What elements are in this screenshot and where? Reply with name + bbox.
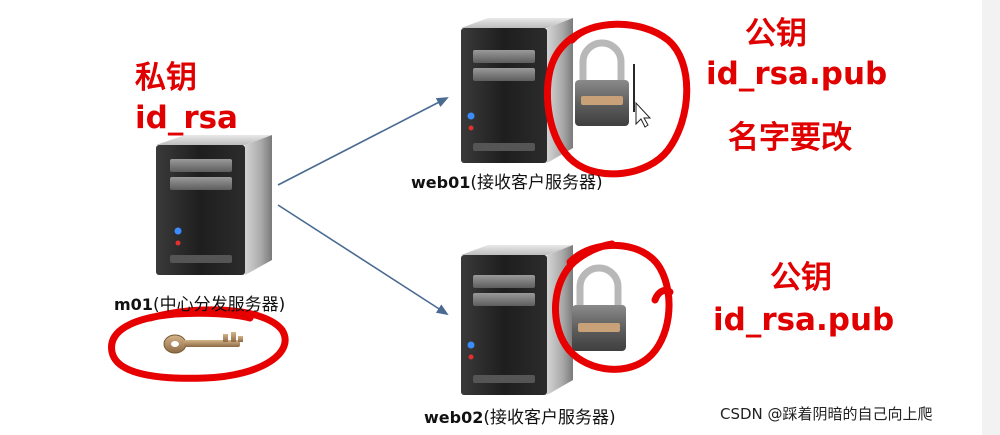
- server-web02-desc: (接收客户服务器): [483, 408, 616, 428]
- server-web01-icon: [461, 18, 573, 163]
- private-key-filename: id_rsa: [135, 100, 238, 136]
- public-key-filename-bottom: id_rsa.pub: [713, 302, 895, 338]
- arrow-m01-to-web02: [277, 204, 449, 316]
- arrow-m01-to-web01: [277, 97, 449, 186]
- private-key-title: 私钥: [135, 60, 197, 96]
- red-circle-web02-lock: [552, 240, 673, 373]
- server-m01-desc: (中心分发服务器): [152, 295, 286, 315]
- server-web01-name: web01: [411, 173, 471, 192]
- server-web01-label: web01(接收客户服务器): [411, 168, 603, 193]
- red-circle-web01-lock: [543, 20, 691, 178]
- server-m01-name: m01: [114, 295, 153, 314]
- server-m01-icon: [156, 135, 272, 275]
- padlock-web02-icon: [572, 264, 626, 351]
- red-circle-web02-tick: [651, 286, 674, 304]
- server-web02-label: web02(接收客户服务器): [424, 403, 616, 428]
- public-key-title-top: 公钥: [745, 16, 807, 52]
- key-icon: [163, 332, 243, 354]
- public-key-title-bottom: 公钥: [770, 260, 832, 296]
- public-key-filename-top: id_rsa.pub: [706, 56, 888, 92]
- right-edge-strip: [982, 0, 1000, 435]
- server-web02-icon: [461, 245, 573, 395]
- rename-note: 名字要改: [728, 120, 852, 156]
- server-web01-desc: (接收客户服务器): [470, 173, 603, 193]
- csdn-watermark: CSDN @踩着阴暗的自己向上爬: [720, 405, 933, 423]
- server-web02-name: web02: [424, 408, 484, 427]
- red-circle-key: [108, 306, 289, 382]
- server-m01-label: m01(中心分发服务器): [114, 290, 285, 315]
- padlock-web01-icon: [575, 39, 629, 126]
- mouse-cursor-icon: [635, 101, 652, 128]
